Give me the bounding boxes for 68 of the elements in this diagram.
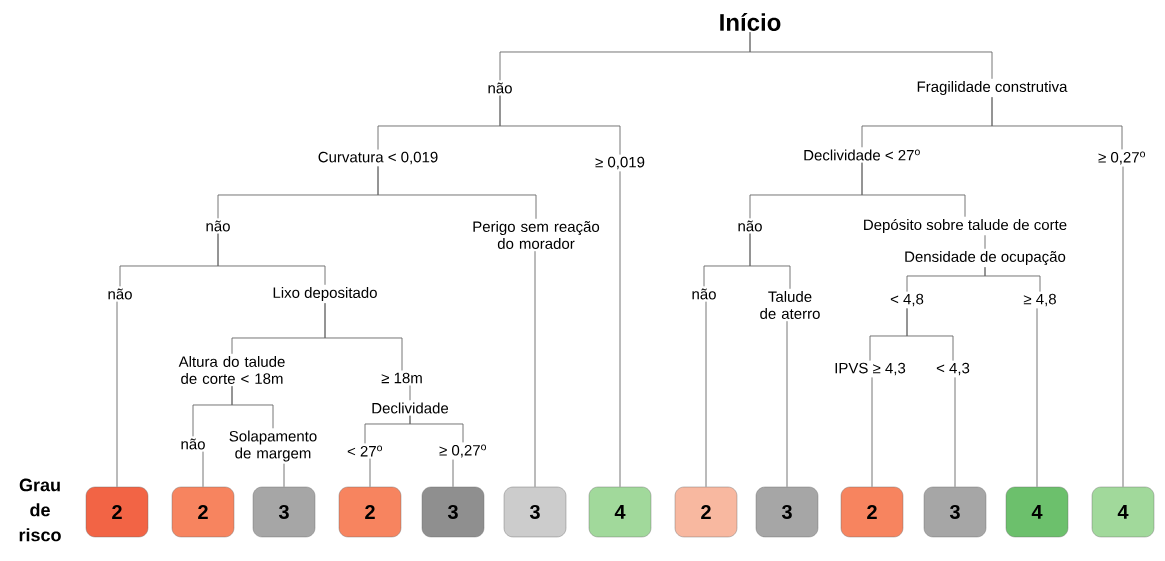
branch-label: Declividade < 27$^{o}$ xyxy=(804,149,920,161)
connector-line xyxy=(619,170,621,488)
branch-label: ≥ 0,27$^{o}$ xyxy=(1098,151,1145,165)
connector-line xyxy=(283,463,285,488)
branch-label: < 4,3 xyxy=(936,362,970,376)
branch-label: não xyxy=(692,288,716,300)
risk-box: 2 xyxy=(674,486,738,538)
connector-line xyxy=(749,31,993,80)
risk-box: 2 xyxy=(338,486,402,538)
branch-label: Lixo depositado xyxy=(273,287,377,301)
connector-line xyxy=(217,233,326,286)
branch-label: ≥ 0,27$^{o}$ xyxy=(439,444,487,458)
connector-line xyxy=(786,320,788,488)
branch-label: Talude de aterro xyxy=(760,291,820,319)
risk-box: 4 xyxy=(1005,486,1069,538)
connector-line xyxy=(705,301,707,488)
connector-line xyxy=(984,266,1041,293)
connector-line xyxy=(991,96,1123,150)
branch-label: Curvatura < 0,019 xyxy=(318,151,438,165)
branch-label: não xyxy=(738,220,762,232)
branch-label: Solapamento de margem xyxy=(229,430,317,462)
branch-label: Densidade de ocupação xyxy=(905,250,1066,265)
branch-label: não xyxy=(108,288,132,300)
branch-label: Fragilidade construtiva xyxy=(917,81,1068,95)
branch-label: < 27$^{o}$ xyxy=(347,445,383,457)
connector-line xyxy=(1036,307,1038,488)
risk-box: 4 xyxy=(588,486,652,538)
branch-label: Declividade xyxy=(372,402,449,414)
connector-line xyxy=(202,451,204,488)
risk-box: 3 xyxy=(923,486,987,538)
connector-line xyxy=(452,459,454,488)
connector-line xyxy=(116,301,118,488)
connector-line xyxy=(871,376,873,488)
branch-label: ≥ 0,019 xyxy=(595,156,645,170)
connector-line xyxy=(377,165,537,220)
branch-label: Perigo sem reação do morador xyxy=(473,221,600,249)
risk-box: 2 xyxy=(840,486,904,538)
branch-label: ≥ 18m xyxy=(381,372,422,384)
branch-label: Depósito sobre talude de corte xyxy=(864,218,1067,234)
risk-box: 2 xyxy=(171,486,235,538)
risk-box: 3 xyxy=(755,486,819,538)
title: Início xyxy=(720,13,781,31)
risk-box: 3 xyxy=(503,486,567,538)
branch-label: não xyxy=(206,220,230,232)
connector-line xyxy=(369,458,371,488)
connector-line xyxy=(1122,166,1124,488)
connector-line xyxy=(409,385,411,401)
branch-label: não xyxy=(488,82,512,94)
risk-box: 3 xyxy=(421,486,485,538)
risk-box: 4 xyxy=(1091,486,1155,538)
connector-line xyxy=(324,302,403,371)
connector-line xyxy=(499,95,621,156)
connector-line xyxy=(861,162,966,218)
risk-box: 3 xyxy=(252,486,316,538)
axis-label: Grau de risco xyxy=(19,478,61,542)
connector-line xyxy=(231,385,274,429)
connector-line xyxy=(906,307,954,362)
branch-label: não xyxy=(181,438,205,450)
branch-label: < 4,8 xyxy=(890,293,924,307)
connector-line xyxy=(749,233,791,290)
branch-label: IPVS ≥ 4,3 xyxy=(835,362,906,376)
risk-box: 2 xyxy=(85,486,149,538)
branch-label: Altura do talude de corte < 18m xyxy=(178,356,285,384)
connector-line xyxy=(954,376,956,488)
connector-line xyxy=(534,250,536,488)
connector-line xyxy=(409,415,464,443)
branch-label: ≥ 4,8 xyxy=(1023,293,1056,307)
connector-line xyxy=(984,234,986,250)
